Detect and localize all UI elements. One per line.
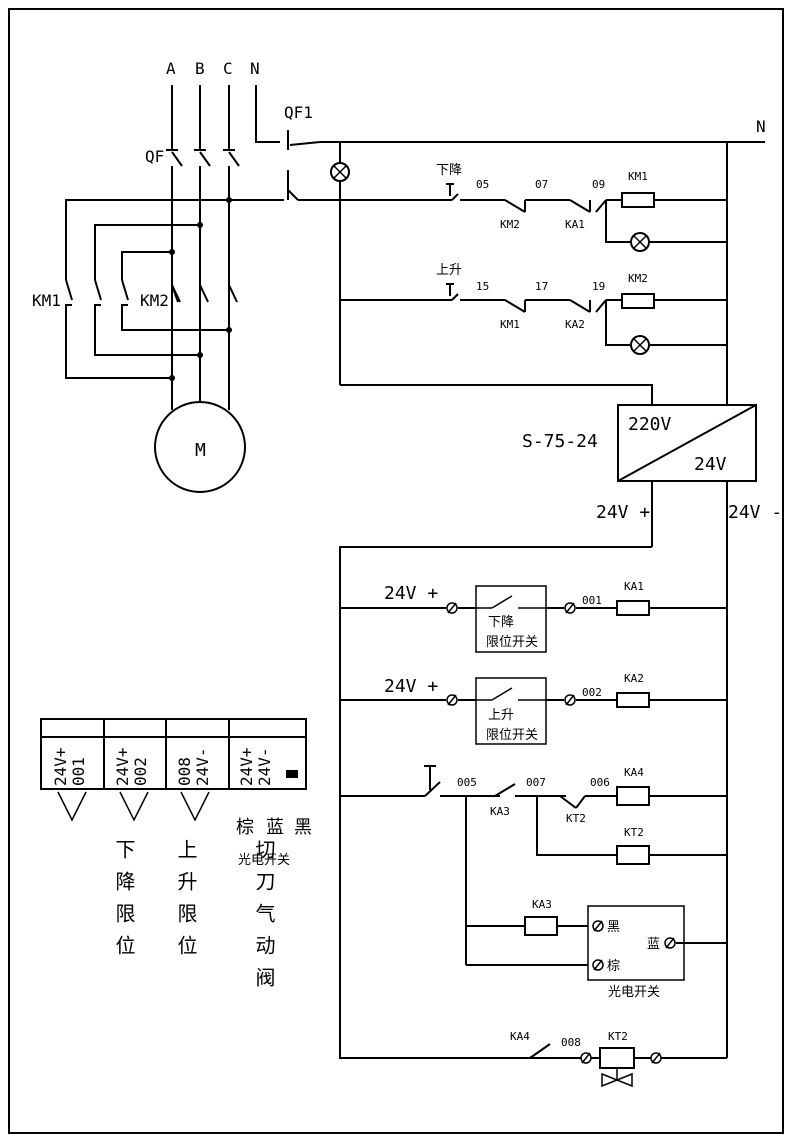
terminal-blue: 蓝	[647, 937, 660, 952]
up-button	[440, 283, 459, 301]
down-limit-label-1: 下降	[488, 615, 514, 630]
color-blue: 蓝	[266, 817, 284, 838]
km1-label: KM1	[32, 291, 61, 310]
coil-km1	[621, 192, 655, 208]
terminal-block-frame	[40, 718, 307, 790]
supply-input: 220V	[628, 414, 672, 435]
supply-model: S-75-24	[522, 431, 598, 452]
relay-ka3	[524, 916, 558, 936]
supply-plus-label: 24V +	[596, 502, 650, 523]
photo-switch-label: 光电开关	[608, 985, 660, 1000]
motor-symbol	[154, 401, 246, 493]
km2-label: KM2	[140, 291, 169, 310]
coil-km2	[621, 293, 655, 309]
solenoid-kt2	[599, 1047, 635, 1069]
phase-b-label: B	[195, 59, 205, 78]
coil-km1-label: KM1	[628, 170, 648, 183]
terminal-brown: 棕	[607, 959, 620, 974]
cell-4-line-1: 24V+	[237, 747, 256, 786]
dc-control-section: 24V + 下降 限位开关 001 KA1 24V + 上升 限位开关 002 …	[340, 580, 727, 1088]
node-19: 19	[592, 280, 605, 293]
start-button	[424, 765, 441, 797]
down-button-label: 下降	[436, 163, 462, 178]
node-15: 15	[476, 280, 489, 293]
phase-n-label: N	[250, 59, 260, 78]
node-007: 007	[526, 776, 546, 789]
node-006: 006	[590, 776, 610, 789]
phase-a-label: A	[166, 59, 176, 78]
up-button-label: 上升	[436, 263, 462, 278]
photo-caption: 光电开关	[238, 853, 290, 868]
terminal-block: 24V+ 001 24V+ 002 008 24V- 24V+ 24V- 下降限…	[8, 718, 312, 987]
valve-icon	[601, 1068, 633, 1088]
node-05: 05	[476, 178, 489, 191]
cell-3-line-2: 24V-	[193, 747, 212, 786]
contact-ka3: KA3	[490, 805, 510, 818]
timer-kt2	[616, 845, 650, 865]
qf1-label: QF1	[284, 103, 313, 122]
ac-control-section: 下降 05 KM2 07 KA1 09 KM1 上升	[330, 142, 728, 405]
contact-ka2: KA2	[565, 318, 585, 331]
up-limit-label-2: 限位开关	[486, 728, 538, 743]
power-supply: S-75-24 220V 24V 24V + 24V -	[339, 404, 782, 1059]
up-limit-label-1: 上升	[488, 708, 514, 723]
terminal-black: 黑	[607, 920, 620, 935]
contact-km1: KM1	[500, 318, 520, 331]
relay-ka1-label: KA1	[624, 580, 644, 593]
node-005: 005	[457, 776, 477, 789]
relay-ka4-label: KA4	[624, 766, 644, 779]
contact-kt2: KT2	[566, 812, 586, 825]
relay-ka2	[616, 692, 650, 708]
cell-2-line-1: 24V+	[113, 747, 132, 786]
phase-c-label: C	[223, 59, 233, 78]
timer-kt2-label: KT2	[624, 826, 644, 839]
relay-ka4	[616, 786, 650, 806]
relay-ka2-label: KA2	[624, 672, 644, 685]
color-brown: 棕	[236, 817, 254, 838]
cell-1-line-1: 24V+	[51, 747, 70, 786]
relay-ka3-label: KA3	[532, 898, 552, 911]
qf-breaker	[166, 140, 240, 167]
solenoid-kt2-label: KT2	[608, 1030, 628, 1043]
contact-ka1: KA1	[565, 218, 585, 231]
cell-1-line-2: 001	[69, 757, 88, 786]
cell-3-line-1: 008	[175, 757, 194, 786]
coil-km2-label: KM2	[628, 272, 648, 285]
contact-ka4: KA4	[510, 1030, 530, 1043]
node-17: 17	[535, 280, 548, 293]
supply-output: 24V	[694, 454, 727, 475]
power-section: A B C N QF	[32, 59, 766, 493]
contact-km2: KM2	[500, 218, 520, 231]
node-001: 001	[582, 594, 602, 607]
color-black: 黑	[294, 817, 312, 838]
relay-ka1	[616, 600, 650, 616]
diagram-frame	[8, 8, 784, 1134]
down-limit-label-2: 限位开关	[486, 635, 538, 650]
neutral-label: N	[756, 117, 766, 136]
node-07: 07	[535, 178, 548, 191]
node-002: 002	[582, 686, 602, 699]
cell-2-line-2: 002	[131, 757, 150, 786]
row1-supply: 24V +	[384, 583, 438, 604]
node-09: 09	[592, 178, 605, 191]
motor-label: M	[195, 440, 206, 461]
qf-label: QF	[145, 147, 164, 166]
row2-supply: 24V +	[384, 676, 438, 697]
supply-minus-label: 24V -	[728, 502, 782, 523]
cell-4-line-2: 24V-	[255, 747, 274, 786]
down-button	[440, 183, 459, 201]
node-008: 008	[561, 1036, 581, 1049]
